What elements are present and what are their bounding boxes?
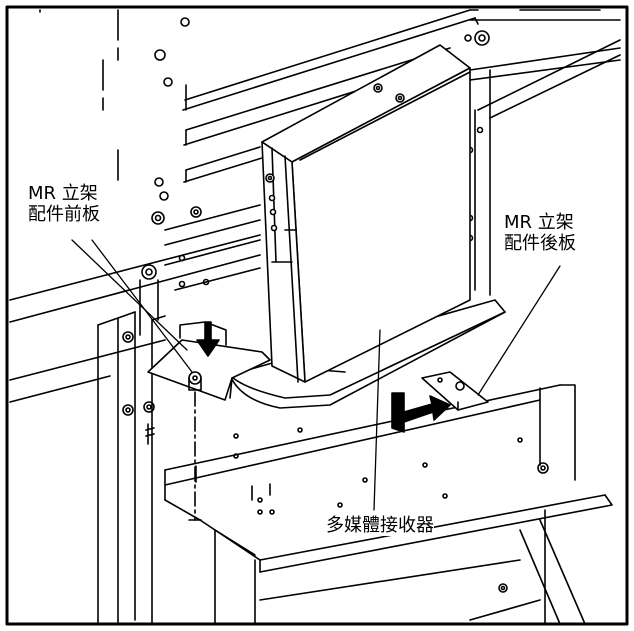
receiver-label-text: 多媒體接收器 [326, 515, 434, 536]
multimedia-receiver [261, 44, 471, 383]
leader-lines [71, 239, 561, 511]
front-plate-label-line2: 配件前板 [28, 204, 100, 225]
down-arrow-icon [196, 321, 220, 357]
rear-plate-label-line1: MR 立架 [504, 212, 574, 233]
front-plate-label-line1: MR 立架 [28, 183, 98, 204]
receiver-label: 多媒體接收器 [326, 515, 434, 536]
rear-plate-label-line2: 配件後板 [504, 233, 576, 254]
rear-bracket-plate [421, 371, 489, 411]
slide-arrow-icon [391, 392, 451, 433]
rear-plate-label: MR 立架 配件後板 [504, 212, 576, 254]
front-plate-label: MR 立架 配件前板 [28, 183, 100, 225]
diagram-frame [5, 5, 629, 626]
